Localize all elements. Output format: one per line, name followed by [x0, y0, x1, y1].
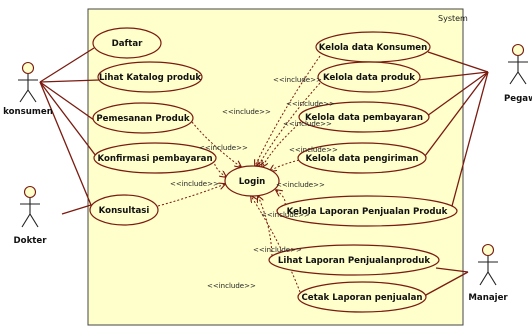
association-konsumen-konfirmasi	[39, 81, 97, 157]
include-arrow-cetak_laporan	[251, 196, 301, 293]
include-labels: <<include>> <<include>> <<include>> <<in…	[170, 76, 338, 290]
include-arrow-kelola_produk	[258, 82, 321, 166]
association-konsumen-katalog	[39, 79, 100, 83]
association-pegawai-kelola_konsumen	[427, 51, 489, 73]
use-case-kelola-konsumen: Kelola data Konsumen	[315, 31, 431, 63]
association-pegawai-kelola_produk	[417, 71, 489, 81]
association-manajer-cetak_laporan	[423, 271, 469, 297]
use-case-daftar: Daftar	[92, 27, 162, 59]
use-case-kelola-produk: Kelola data produk	[317, 61, 421, 93]
use-case-cetak-laporan: Cetak Laporan penjualan	[297, 281, 427, 313]
include-label: <<include>>	[199, 144, 248, 152]
association-pegawai-kelola_laporan	[451, 71, 489, 207]
actor-dokter	[20, 185, 40, 228]
include-arrow-lihat_laporan	[258, 196, 273, 257]
include-label: <<include>>	[283, 120, 332, 128]
actor-manajer	[478, 243, 498, 286]
use-case-label: Konsultasi	[99, 206, 150, 216]
actor-konsumen	[18, 61, 38, 103]
use-case-label: Lihat Katalog produk	[99, 73, 201, 83]
association-lines	[39, 47, 489, 297]
include-label: <<include>>	[222, 108, 271, 116]
actor-pegawai	[508, 43, 528, 85]
actor-label-konsumen: konsumen	[3, 107, 53, 117]
include-label: <<include>>	[261, 211, 310, 219]
actor-label-manajer: Manajer	[468, 293, 508, 303]
use-case-konsultasi: Konsultasi	[89, 194, 159, 226]
include-arrow-konsultasi	[157, 184, 225, 207]
use-case-lihat-katalog: Lihat Katalog produk	[97, 61, 203, 93]
system-label: System	[438, 14, 468, 23]
association-dokter-konsultasi	[61, 204, 92, 215]
actor-label-pegawai: Pegawai	[504, 94, 532, 104]
use-case-label: Login	[239, 177, 266, 187]
association-konsumen-konsultasi	[39, 81, 92, 206]
use-case-label: Cetak Laporan penjualan	[301, 293, 422, 303]
use-case-pemesanan: Pemesanan Produk	[92, 102, 194, 134]
use-case-kelola-pembayaran: Kelola data pembayaran	[298, 101, 430, 133]
use-case-kelola-laporan: Kelola Laporan Penjualan Produk	[276, 195, 458, 227]
association-pegawai-kelola_pembayaran	[426, 71, 489, 117]
use-case-label: Konfirmasi pembayaran	[97, 154, 212, 164]
use-case-label: Kelola data produk	[323, 73, 415, 83]
use-case-konfirmasi: Konfirmasi pembayaran	[93, 142, 217, 174]
include-label: <<include>>	[289, 146, 338, 154]
include-label: <<include>>	[207, 282, 256, 290]
include-label: <<include>>	[276, 181, 325, 189]
association-manajer-lihat_laporan	[435, 267, 469, 273]
use-case-label: Kelola data pengiriman	[305, 154, 418, 164]
use-case-label: Kelola data Konsumen	[319, 43, 427, 53]
include-arrow-kelola_laporan	[276, 190, 286, 206]
include-label: <<include>>	[286, 100, 335, 108]
association-konsumen-pemesanan	[39, 81, 95, 121]
use-case-label: Lihat Laporan Penjualanproduk	[278, 256, 430, 266]
include-arrow-pemesanan	[191, 121, 241, 167]
association-pegawai-kelola_pengiriman	[424, 71, 489, 157]
include-label: <<include>>	[273, 76, 322, 84]
use-case-kelola-pengiriman: Kelola data pengiriman	[297, 142, 427, 174]
use-case-label: Daftar	[112, 39, 144, 49]
use-case-label: Pemesanan Produk	[96, 114, 190, 124]
include-label: <<include>>	[170, 180, 219, 188]
include-label: <<include>>	[253, 246, 302, 254]
use-case-label: Kelola Laporan Penjualan Produk	[287, 207, 448, 217]
include-arrow-kelola_konsumen	[255, 55, 321, 166]
include-arrow-kelola_pembayaran	[262, 121, 302, 167]
actor-label-dokter: Dokter	[14, 236, 48, 246]
use-case-lihat-laporan: Lihat Laporan Penjualanproduk	[268, 244, 440, 276]
use-case-label: Kelola data pembayaran	[305, 113, 423, 123]
use-case-login: Login	[224, 165, 280, 197]
association-konsumen-daftar	[39, 47, 95, 83]
